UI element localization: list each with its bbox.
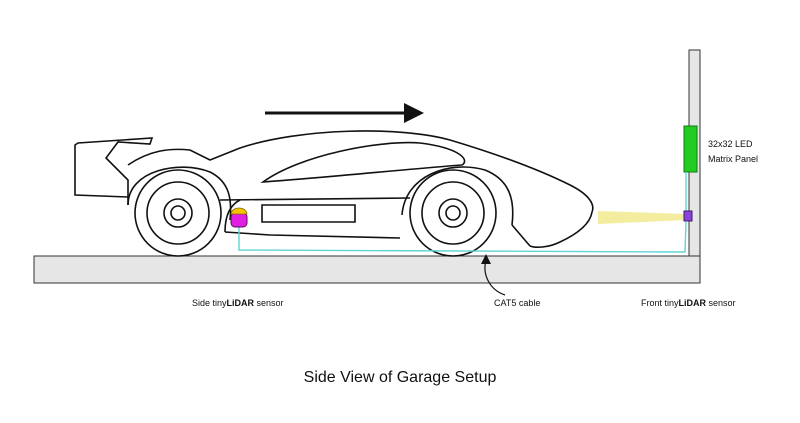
race-car (74, 130, 594, 248)
led-panel-label: 32x32 LED Matrix Panel (708, 137, 758, 167)
side-sensor-label: Side tinyLiDAR sensor (192, 298, 284, 308)
rear-wheel (134, 169, 222, 257)
front-sensor-label-prefix: Front tiny (641, 298, 679, 308)
side-sensor-label-suffix: sensor (254, 298, 284, 308)
direction-arrow (265, 103, 424, 123)
side-lidar-sensor (230, 207, 248, 228)
cable-callout-arrow (481, 254, 506, 296)
front-lidar-sensor (683, 210, 693, 222)
cable-label: CAT5 cable (494, 298, 541, 308)
side-sensor-label-prefix: Side tiny (192, 298, 227, 308)
diagram-title: Side View of Garage Setup (303, 369, 497, 386)
front-sensor-label-suffix: sensor (706, 298, 736, 308)
front-sensor-label: Front tinyLiDAR sensor (641, 298, 736, 308)
front-wheel (409, 169, 497, 257)
garage-floor (33, 255, 701, 284)
side-sensor-label-brand: LiDAR (226, 298, 255, 308)
front-sensor-label-brand: LiDAR (678, 298, 707, 308)
cat5-cable (238, 172, 687, 253)
led-matrix-panel (683, 125, 698, 173)
led-panel-label-line2: Matrix Panel (708, 154, 759, 164)
lidar-beam (598, 211, 686, 224)
led-panel-label-line1: 32x32 LED (708, 139, 753, 149)
